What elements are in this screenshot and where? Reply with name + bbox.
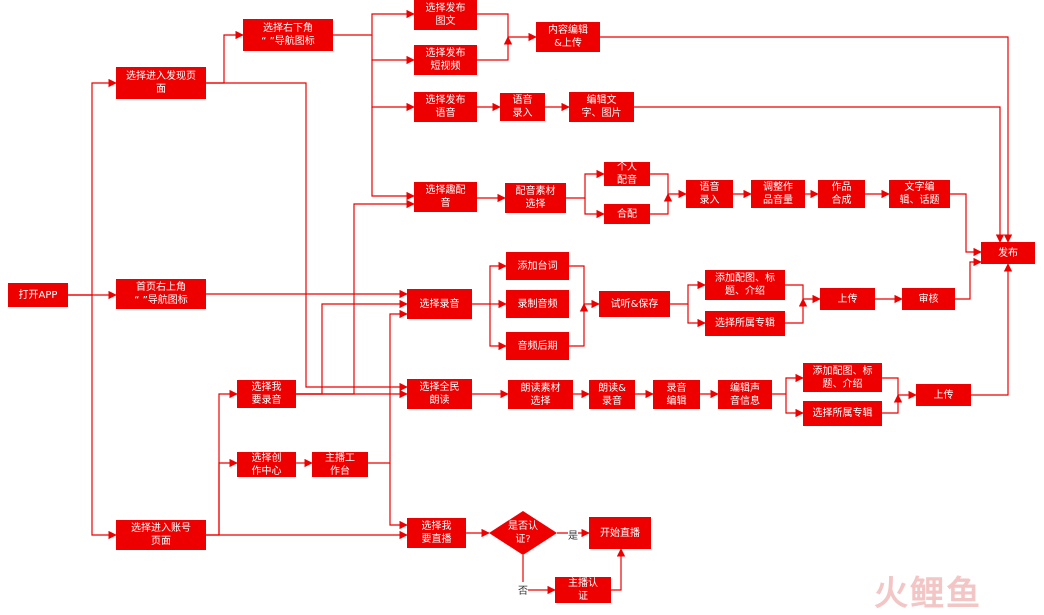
edge [333, 9, 415, 36]
node-publish-image-text: 选择发布 图文 [414, 0, 477, 30]
edge [650, 193, 673, 215]
edge [566, 169, 605, 199]
node-review: 审核 [902, 288, 955, 310]
node-duet-dubbing: 合配 [604, 204, 650, 224]
edge [472, 261, 507, 305]
node-edit-text-image: 编辑文 字、图片 [569, 92, 634, 122]
edge [950, 193, 982, 257]
edge [785, 298, 808, 324]
edge [206, 82, 408, 392]
edge [206, 30, 244, 84]
node-audio-post: 音频后期 [506, 332, 569, 360]
edge [91, 295, 117, 540]
edge-label-no: 否 [518, 582, 528, 597]
node-select-dubbing: 选择趣配 音 [414, 182, 477, 212]
node-add-cover-2: 添加配图、标 题、介绍 [803, 363, 882, 392]
edge [650, 173, 687, 199]
node-solo-dubbing: 个人 配音 [604, 162, 650, 186]
edge [368, 309, 408, 464]
edge [687, 304, 706, 328]
edge [296, 199, 415, 395]
edge [477, 13, 537, 42]
node-is-certified: 是否认 证? [489, 511, 557, 555]
node-select-bottom-right: 选择右下角 “ ”导航图标 [243, 19, 333, 51]
edge [569, 265, 600, 309]
edge [489, 304, 507, 351]
edge [477, 36, 513, 61]
node-enter-account: 选择进入账号 页面 [116, 520, 206, 550]
edge [634, 106, 1005, 243]
edge [68, 78, 117, 296]
node-work-synthesis: 作品 合成 [818, 180, 865, 208]
edge [955, 257, 982, 300]
edge [371, 60, 415, 112]
node-anchor-workbench: 主播工 作台 [312, 452, 368, 477]
node-upload-2: 上传 [916, 384, 971, 406]
node-text-topic: 文字编 辑、话题 [889, 180, 950, 208]
node-publish-short-video: 选择发布 短视频 [414, 45, 477, 75]
node-home-top-right: 首页右上角 “ ”导航图标 [116, 279, 206, 309]
node-preview-save: 试听&保存 [599, 291, 670, 317]
node-content-edit-upload: 内容编辑 &上传 [536, 22, 600, 52]
node-add-lines: 添加台词 [506, 252, 569, 280]
edge-label-yes: 是 [568, 527, 578, 542]
edge [971, 263, 1013, 396]
node-want-live: 选择我 要直播 [407, 518, 466, 548]
node-creation-center: 选择创 作中心 [237, 452, 296, 477]
node-anchor-cert: 主播认 证 [555, 577, 611, 603]
node-open-app: 打开APP [8, 283, 68, 307]
edge [670, 280, 706, 305]
node-read-record: 朗读& 录音 [589, 380, 635, 409]
node-reading-material: 朗读素材 选择 [508, 380, 573, 409]
node-select-reading: 选择全民 朗读 [407, 379, 472, 409]
node-edit-audio-info: 编辑声 音信息 [718, 380, 772, 409]
node-want-record: 选择我 要录音 [237, 380, 296, 408]
node-dubbing-material: 配音素材 选择 [505, 183, 566, 213]
edge [772, 373, 804, 395]
edge [882, 377, 917, 400]
edge [371, 107, 415, 201]
is-certified-label: 是否认 证? [508, 521, 538, 545]
edge [206, 389, 238, 536]
node-voice-record-2: 语音 录入 [686, 180, 733, 208]
watermark-logo: 火鲤鱼 [874, 574, 982, 614]
node-select-album-1: 选择所属专辑 [705, 311, 785, 336]
edge [389, 463, 408, 530]
edge [785, 394, 804, 418]
node-select-album-2: 选择所属专辑 [803, 401, 882, 426]
node-enter-discover: 选择进入发现页 面 [116, 67, 206, 99]
edge [785, 284, 821, 304]
node-voice-record-1: 语音 录入 [500, 93, 545, 121]
edge [882, 394, 903, 414]
edge [218, 458, 238, 535]
node-upload-1: 上传 [820, 288, 875, 310]
edge [371, 35, 415, 65]
node-publish-voice: 选择发布 语音 [414, 92, 477, 122]
node-adjust-volume: 调整作 品音量 [751, 180, 805, 208]
edge [584, 198, 605, 219]
edge [600, 36, 1013, 243]
node-publish: 发布 [981, 242, 1035, 264]
node-record-edit: 录音 编辑 [653, 380, 700, 409]
node-start-live: 开始直播 [589, 517, 651, 549]
edge [569, 303, 589, 347]
node-record-audio: 录制音频 [506, 290, 569, 318]
node-select-record: 选择录音 [407, 289, 472, 319]
node-add-cover-1: 添加配图、标 题、介绍 [705, 270, 785, 300]
edge [611, 548, 626, 591]
